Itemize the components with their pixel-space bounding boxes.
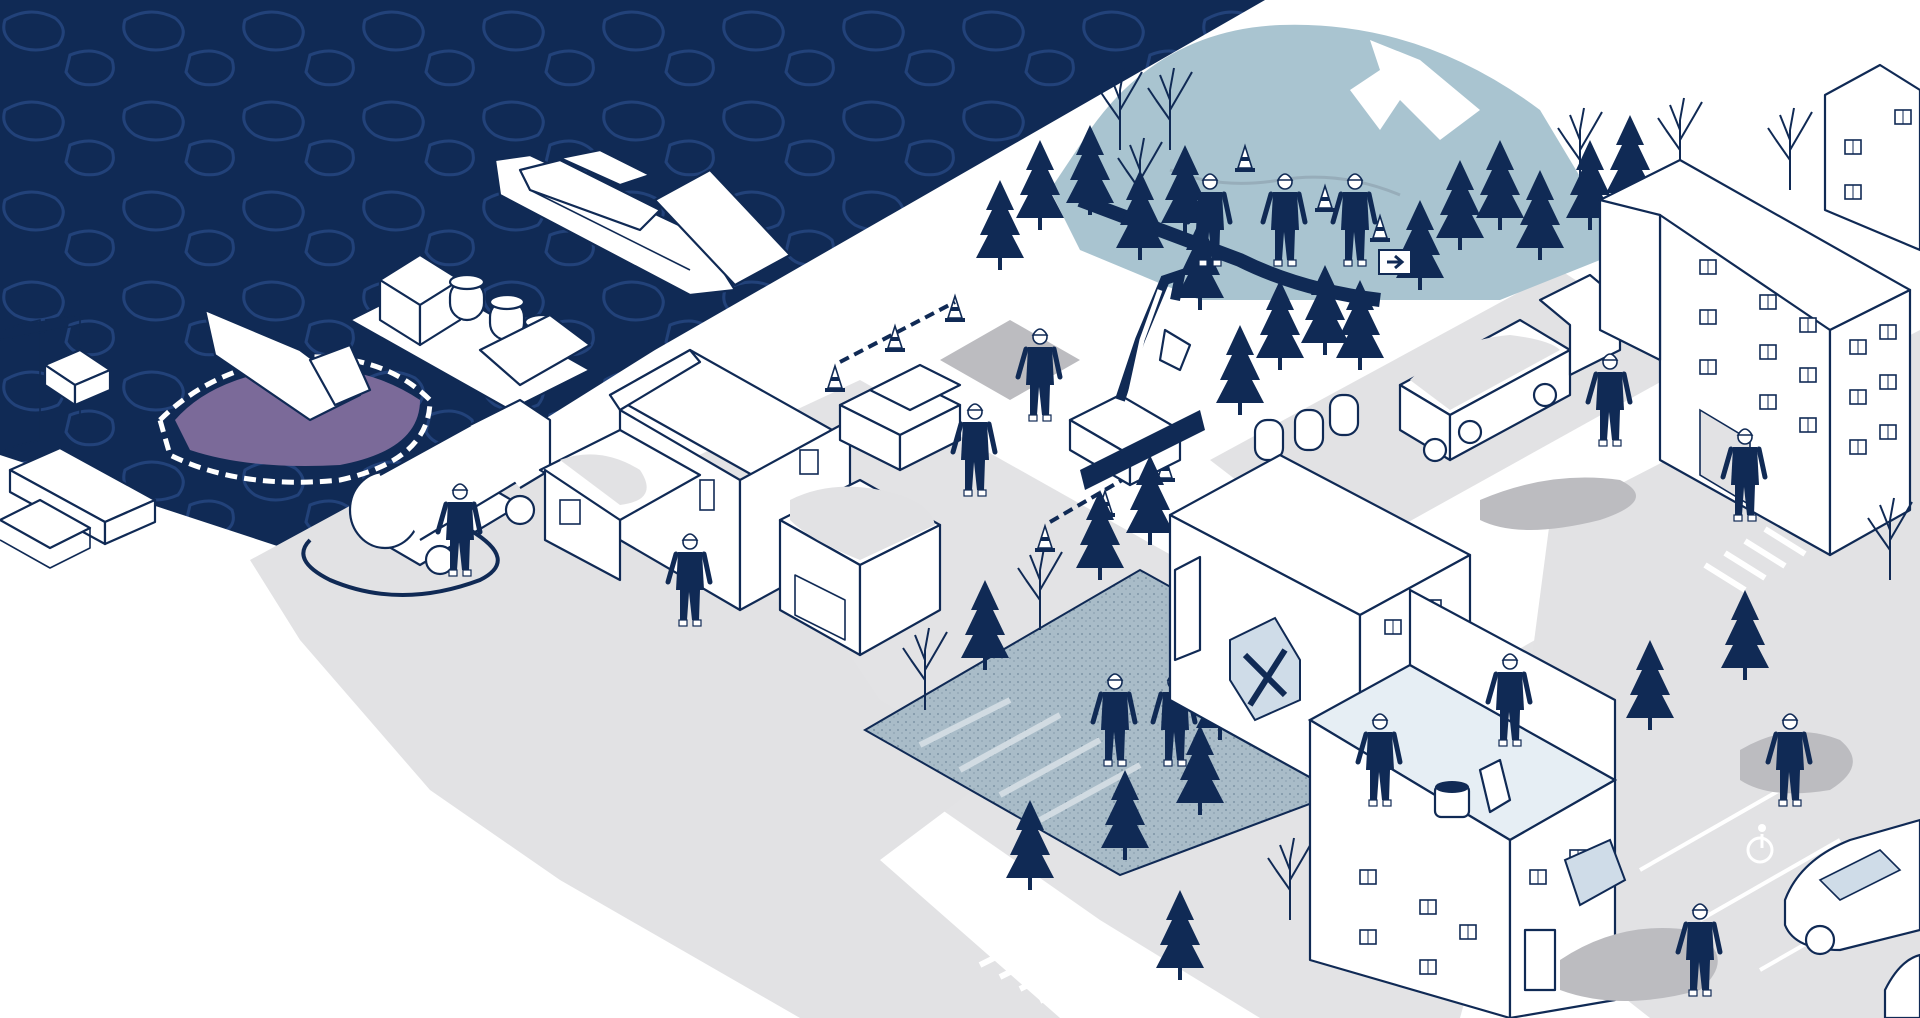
- parked-car: [1783, 818, 1920, 956]
- apartment-building: [1598, 158, 1912, 557]
- pier: [653, 168, 792, 287]
- wheelchair-icon: [1746, 824, 1774, 864]
- harbor-crane: [0, 314, 112, 451]
- oil-storage-facility: [348, 253, 592, 412]
- crosswalk-lower: [978, 942, 1082, 1004]
- water-tanks: [1253, 393, 1360, 462]
- apartment-building-far: [1823, 63, 1920, 252]
- crosswalk-right: [1703, 526, 1807, 593]
- parked-car-edge: [1883, 953, 1920, 1018]
- damaged-ac-unit: [1229, 616, 1301, 722]
- puddle-road: [1480, 477, 1636, 530]
- sandbag-pile: [838, 363, 962, 472]
- road-barrier-mid: [1034, 453, 1176, 553]
- excavator: [1068, 267, 1205, 490]
- damaged-ac-unit-lower: [1563, 838, 1627, 907]
- capsized-boat: [203, 308, 372, 422]
- container-stack: [0, 446, 157, 569]
- road-barrier-top: [824, 295, 966, 393]
- rooftop-paint-cans: [1433, 758, 1512, 819]
- ferry-ship: [493, 148, 737, 297]
- garage: [778, 478, 942, 657]
- arrow-right-icon: [1378, 249, 1412, 275]
